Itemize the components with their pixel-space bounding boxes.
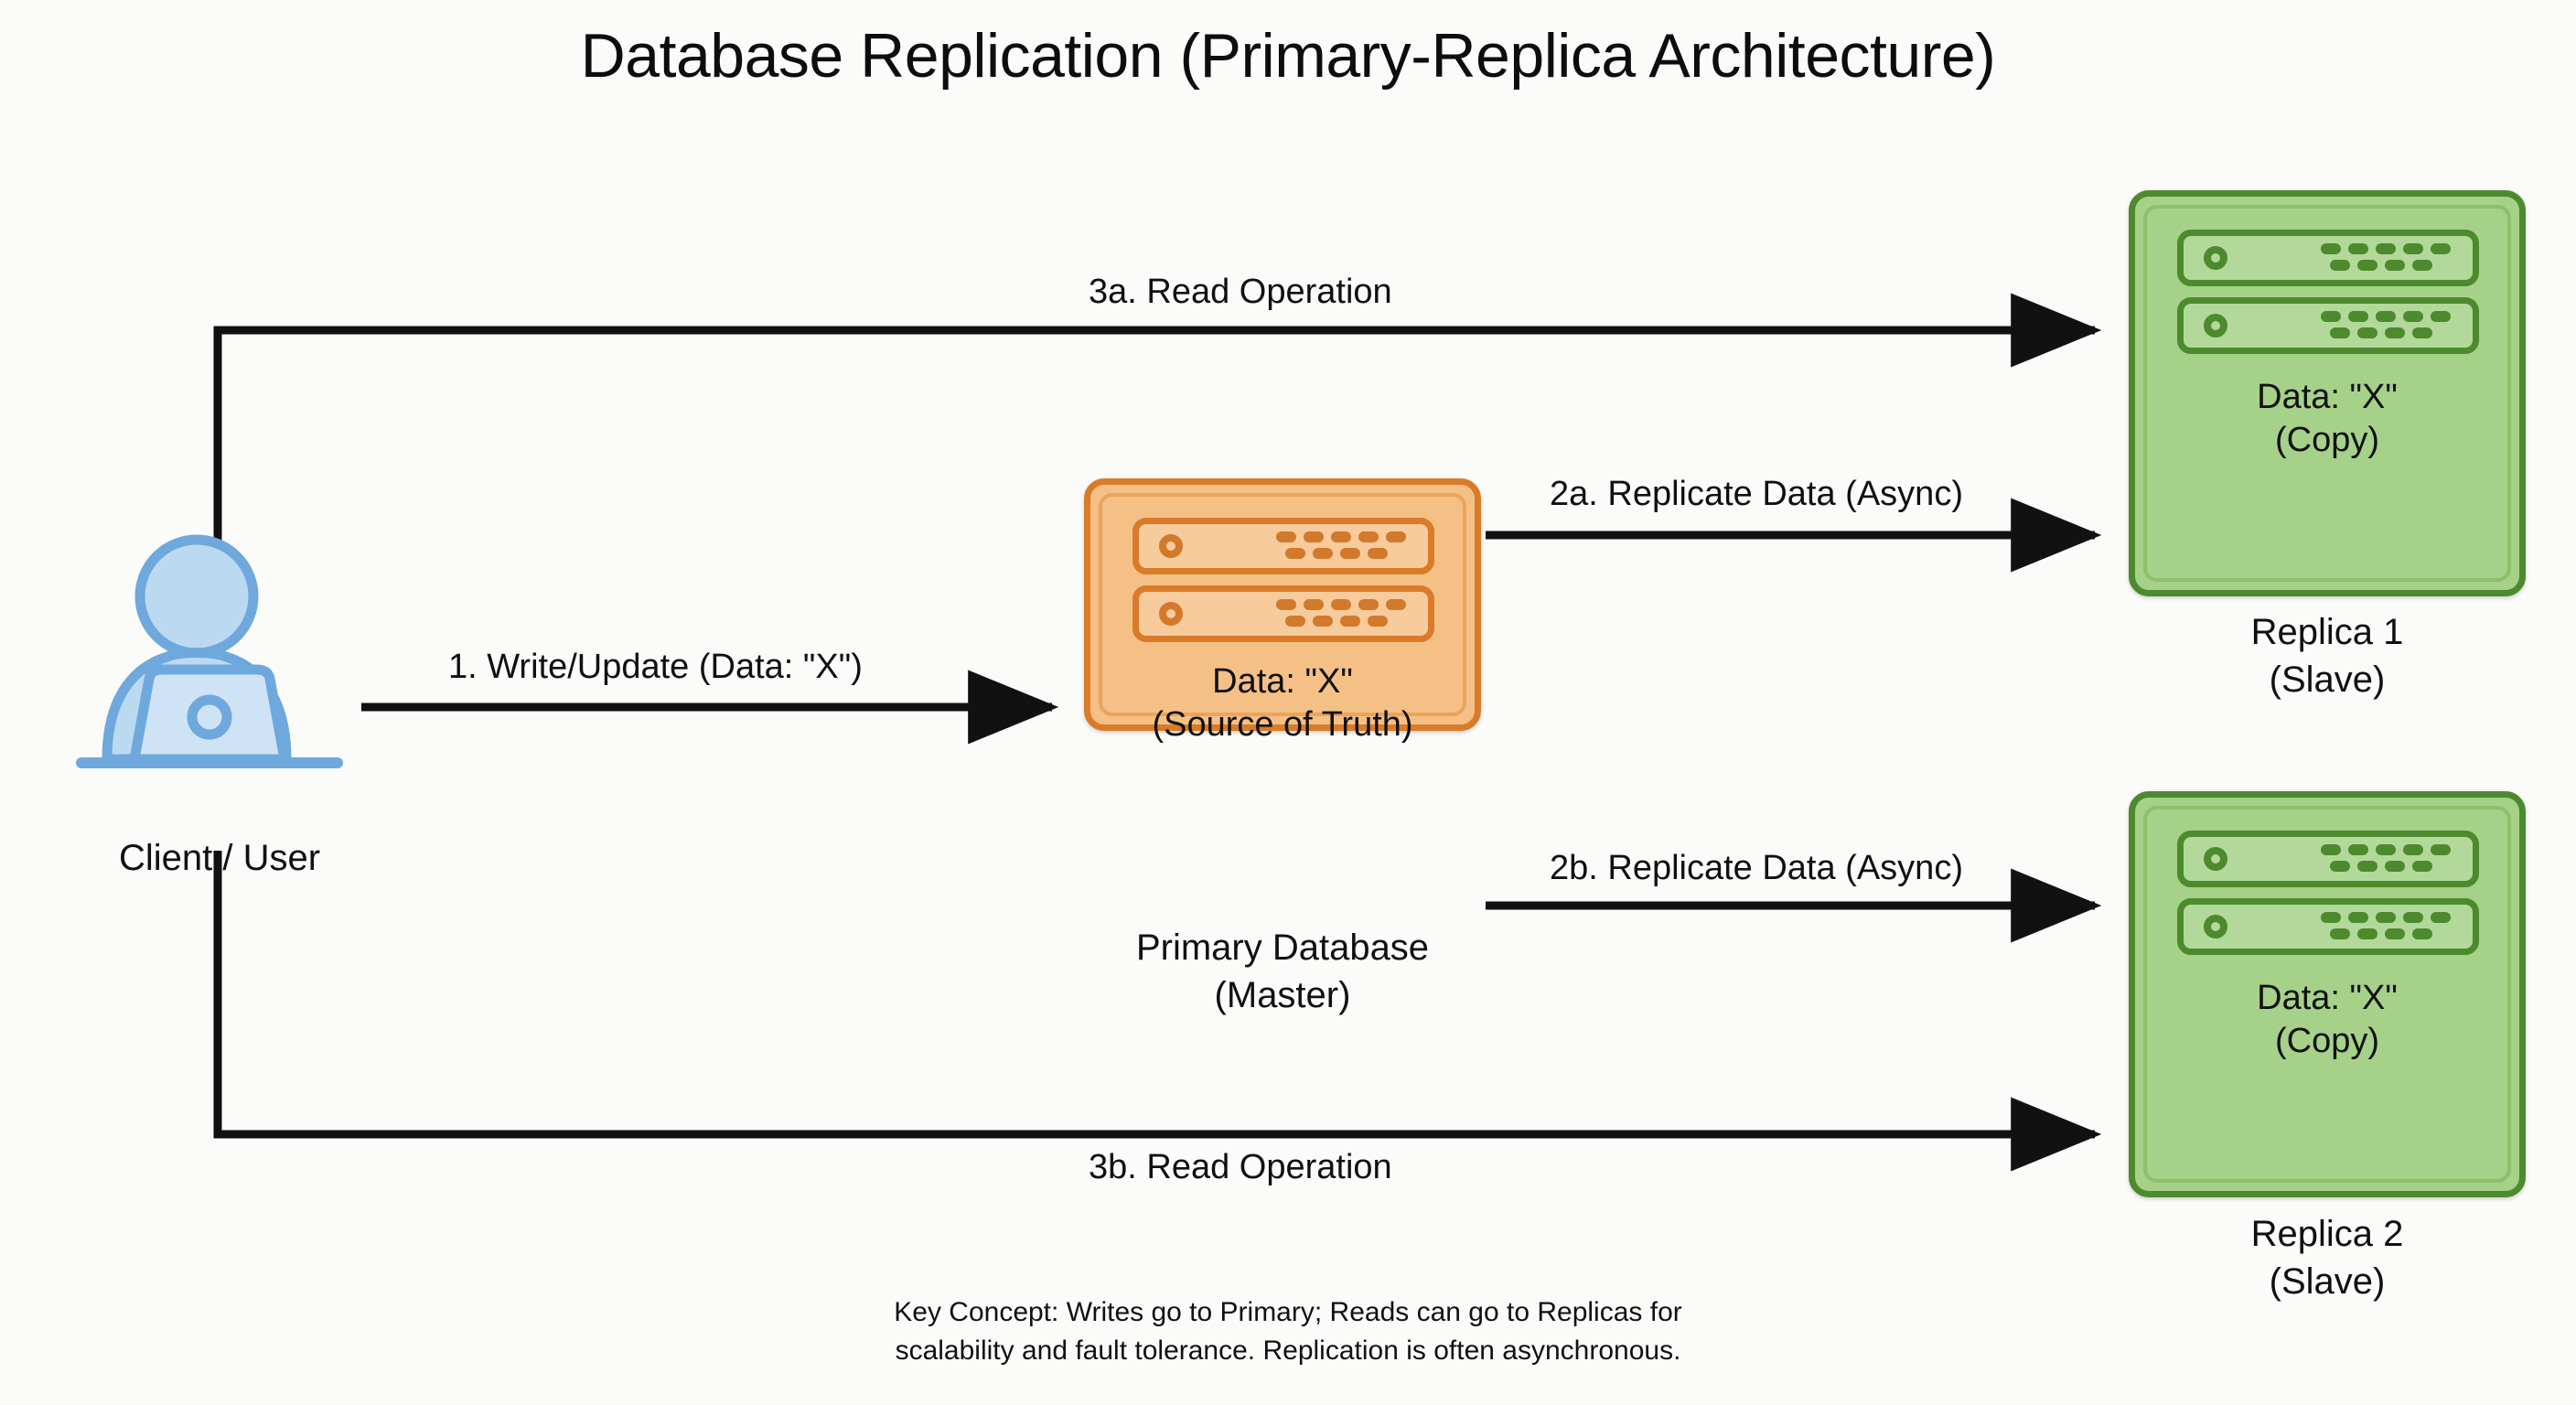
replica-1-caption-line1: Replica 1 xyxy=(2250,612,2404,652)
replica-2-caption-line2: (Slave) xyxy=(2269,1261,2386,1302)
replica-1-caption: Replica 1 (Slave) xyxy=(2129,608,2526,703)
client-caption-label: Client / User xyxy=(118,838,321,878)
replica-1-body-text: Data: "X" (Copy) xyxy=(2135,376,2519,462)
replica-2-caption-line1: Replica 2 xyxy=(2250,1214,2404,1254)
replica-1-server-rack-1 xyxy=(2177,230,2479,286)
primary-data-line: Data: "X" xyxy=(1212,662,1353,701)
primary-server-rack-1 xyxy=(1132,518,1434,574)
replica-1-caption-line2: (Slave) xyxy=(2269,660,2386,700)
key-concept-line2: scalability and fault tolerance. Replica… xyxy=(895,1335,1681,1366)
primary-caption-line1: Primary Database xyxy=(1135,928,1430,968)
replica-2-server-rack-1 xyxy=(2177,831,2479,887)
primary-caption: Primary Database (Master) xyxy=(1084,924,1481,1019)
replica-2-detail-line: (Copy) xyxy=(2274,1022,2380,1060)
power-led-icon xyxy=(2204,915,2227,938)
primary-detail-line: (Source of Truth) xyxy=(1152,705,1413,744)
rack-indicator-lights xyxy=(1276,598,1413,629)
edge-label-read-b: 3b. Read Operation xyxy=(1089,1148,1392,1186)
rack-indicator-lights xyxy=(1276,531,1413,562)
power-led-icon xyxy=(2204,314,2227,338)
replica-2-body-text: Data: "X" (Copy) xyxy=(2135,977,2519,1063)
replica-1-node[interactable]: Data: "X" (Copy) xyxy=(2129,190,2526,596)
key-concept-note: Key Concept: Writes go to Primary; Reads… xyxy=(648,1293,1928,1370)
edge-label-read-a: 3a. Read Operation xyxy=(1089,273,1392,311)
primary-inner-border xyxy=(1099,493,1466,716)
edge-label-replicate-a: 2a. Replicate Data (Async) xyxy=(1550,475,1963,513)
primary-body-text: Data: "X" (Source of Truth) xyxy=(1090,660,1475,746)
replica-1-data-line: Data: "X" xyxy=(2257,378,2398,416)
replica-1-detail-line: (Copy) xyxy=(2274,421,2380,459)
edge-label-replicate-b: 2b. Replicate Data (Async) xyxy=(1550,849,1963,887)
replica-2-data-line: Data: "X" xyxy=(2257,979,2398,1017)
rack-indicator-lights xyxy=(2321,242,2458,273)
replica-2-node[interactable]: Data: "X" (Copy) xyxy=(2129,791,2526,1197)
replica-2-server-rack-2 xyxy=(2177,898,2479,955)
replica-1-server-rack-2 xyxy=(2177,297,2479,354)
rack-indicator-lights xyxy=(2321,911,2458,942)
power-led-icon xyxy=(1159,602,1183,626)
power-led-icon xyxy=(2204,847,2227,871)
client-caption: Client / User xyxy=(27,834,412,882)
replica-2-caption: Replica 2 (Slave) xyxy=(2129,1210,2526,1305)
power-led-icon xyxy=(2204,246,2227,270)
replica-2-inner-border xyxy=(2143,806,2511,1183)
client-user-icon xyxy=(69,531,370,823)
key-concept-line1: Key Concept: Writes go to Primary; Reads… xyxy=(894,1297,1682,1327)
rack-indicator-lights xyxy=(2321,843,2458,874)
edge-label-write: 1. Write/Update (Data: "X") xyxy=(448,648,863,686)
power-led-icon xyxy=(1159,534,1183,558)
page-title: Database Replication (Primary-Replica Ar… xyxy=(580,21,1996,91)
primary-caption-line2: (Master) xyxy=(1214,975,1351,1015)
primary-server-rack-2 xyxy=(1132,585,1434,642)
primary-database-node[interactable]: Data: "X" (Source of Truth) xyxy=(1084,478,1481,744)
rack-indicator-lights xyxy=(2321,310,2458,341)
replica-1-inner-border xyxy=(2143,205,2511,582)
